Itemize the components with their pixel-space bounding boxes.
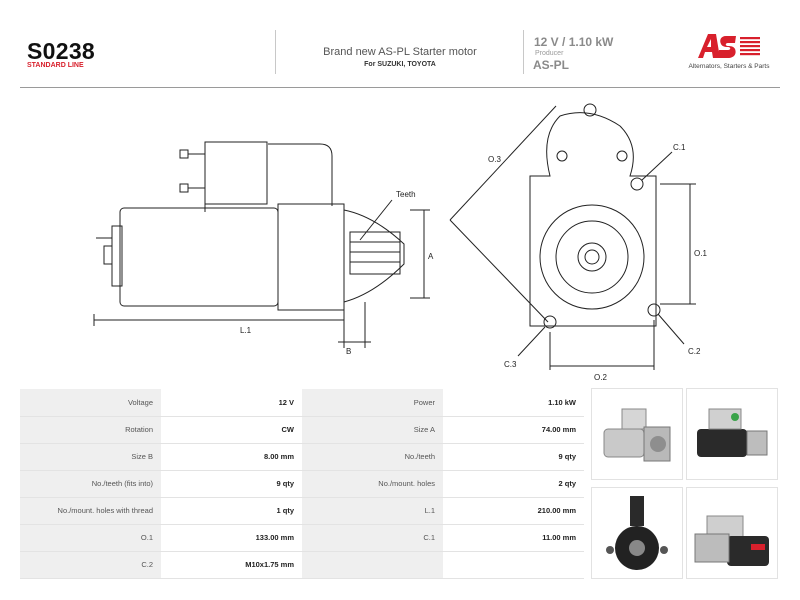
label-o3: O.3 xyxy=(488,155,501,164)
spec-label: L.1 xyxy=(302,497,443,525)
product-line: STANDARD LINE xyxy=(27,62,84,69)
label-teeth: Teeth xyxy=(396,190,416,199)
hole-c3 xyxy=(543,315,557,329)
spec-label: C.1 xyxy=(302,524,443,552)
starter-photo-front xyxy=(603,408,671,462)
starter-photo-side xyxy=(697,408,768,457)
motor-body xyxy=(119,207,279,307)
spec-label: No./teeth xyxy=(302,443,443,471)
table-row: No./mount. holes with thread 1 qty L.1 2… xyxy=(20,497,584,525)
header-rule xyxy=(20,87,780,88)
label-c1: C.1 xyxy=(673,143,686,152)
label-c2: C.2 xyxy=(688,347,701,356)
spec-label: No./teeth (fits into) xyxy=(20,470,161,498)
spec-value: 8.00 mm xyxy=(161,443,302,471)
starter-photo-end xyxy=(606,496,668,570)
table-row: C.2 M10x1.75 mm xyxy=(20,551,584,579)
spec-value: 1 qty xyxy=(161,497,302,525)
housing-circle xyxy=(539,204,645,310)
product-title: Brand new AS-PL Starter motor xyxy=(323,46,477,58)
hole-c2 xyxy=(647,303,661,317)
product-photo[interactable] xyxy=(686,487,778,579)
spec-label: Size A xyxy=(302,416,443,444)
spec-value: 2 qty xyxy=(443,470,584,498)
label-o2: O.2 xyxy=(594,373,607,382)
product-photo[interactable] xyxy=(591,388,683,480)
label-o1: O.1 xyxy=(694,249,707,258)
brand-logo: AS xyxy=(698,34,760,58)
logo-text: AS xyxy=(710,47,712,50)
top-hole xyxy=(583,103,597,117)
spec-label: O.1 xyxy=(20,524,161,552)
producer-label: Producer xyxy=(535,50,564,57)
header: S0238 STANDARD LINE Brand new AS-PL Star… xyxy=(0,0,800,88)
spec-value: 9 qty xyxy=(443,443,584,471)
spec-value: 9 qty xyxy=(161,470,302,498)
hole-c1 xyxy=(630,177,644,191)
spec-label: No./mount. holes xyxy=(302,470,443,498)
spec-table: Voltage 12 V Power 1.10 kW Rotation CW S… xyxy=(20,389,584,579)
table-row: Voltage 12 V Power 1.10 kW xyxy=(20,389,584,417)
brand-tagline: Alternators, Starters & Parts xyxy=(688,63,770,70)
pinion-gear xyxy=(349,231,401,275)
product-photo[interactable] xyxy=(591,487,683,579)
spec-label: C.2 xyxy=(20,551,161,579)
label-a: A xyxy=(428,252,434,261)
solenoid xyxy=(204,141,268,205)
starter-photo-angle xyxy=(694,515,769,566)
label-c3: C.3 xyxy=(504,360,517,369)
producer-name: AS-PL xyxy=(533,58,569,72)
spec-value: 11.00 mm xyxy=(443,524,584,552)
table-row: O.1 133.00 mm C.1 11.00 mm xyxy=(20,524,584,552)
header-divider xyxy=(275,30,276,74)
product-photo[interactable] xyxy=(686,388,778,480)
spec-label: Power xyxy=(302,389,443,417)
spec-value: 74.00 mm xyxy=(443,416,584,444)
spec-value: 1.10 kW xyxy=(443,389,584,417)
spec-value xyxy=(443,551,584,579)
spec-label: Size B xyxy=(20,443,161,471)
header-divider xyxy=(523,30,524,74)
spec-value: M10x1.75 mm xyxy=(161,551,302,579)
technical-drawing: Teeth A B L.1 O.1 O.2 O.3 C.1 C.2 C.3 xyxy=(93,103,707,382)
product-code: S0238 xyxy=(27,38,96,64)
spec-label xyxy=(302,551,443,579)
spec-value: CW xyxy=(161,416,302,444)
voltage-power: 12 V / 1.10 kW xyxy=(534,35,614,49)
table-row: Rotation CW Size A 74.00 mm xyxy=(20,416,584,444)
spec-value: 210.00 mm xyxy=(443,497,584,525)
spec-label: Rotation xyxy=(20,416,161,444)
table-row: No./teeth (fits into) 9 qty No./mount. h… xyxy=(20,470,584,498)
spec-value: 12 V xyxy=(161,389,302,417)
product-subtitle: For SUZUKI, TOYOTA xyxy=(364,61,436,68)
label-l1: L.1 xyxy=(240,326,252,335)
table-row: Size B 8.00 mm No./teeth 9 qty xyxy=(20,443,584,471)
spec-value: 133.00 mm xyxy=(161,524,302,552)
drive-housing xyxy=(277,203,345,311)
flange-outline xyxy=(529,112,657,327)
spec-label: No./mount. holes with thread xyxy=(20,497,161,525)
spec-label: Voltage xyxy=(20,389,161,417)
label-b: B xyxy=(346,347,351,356)
